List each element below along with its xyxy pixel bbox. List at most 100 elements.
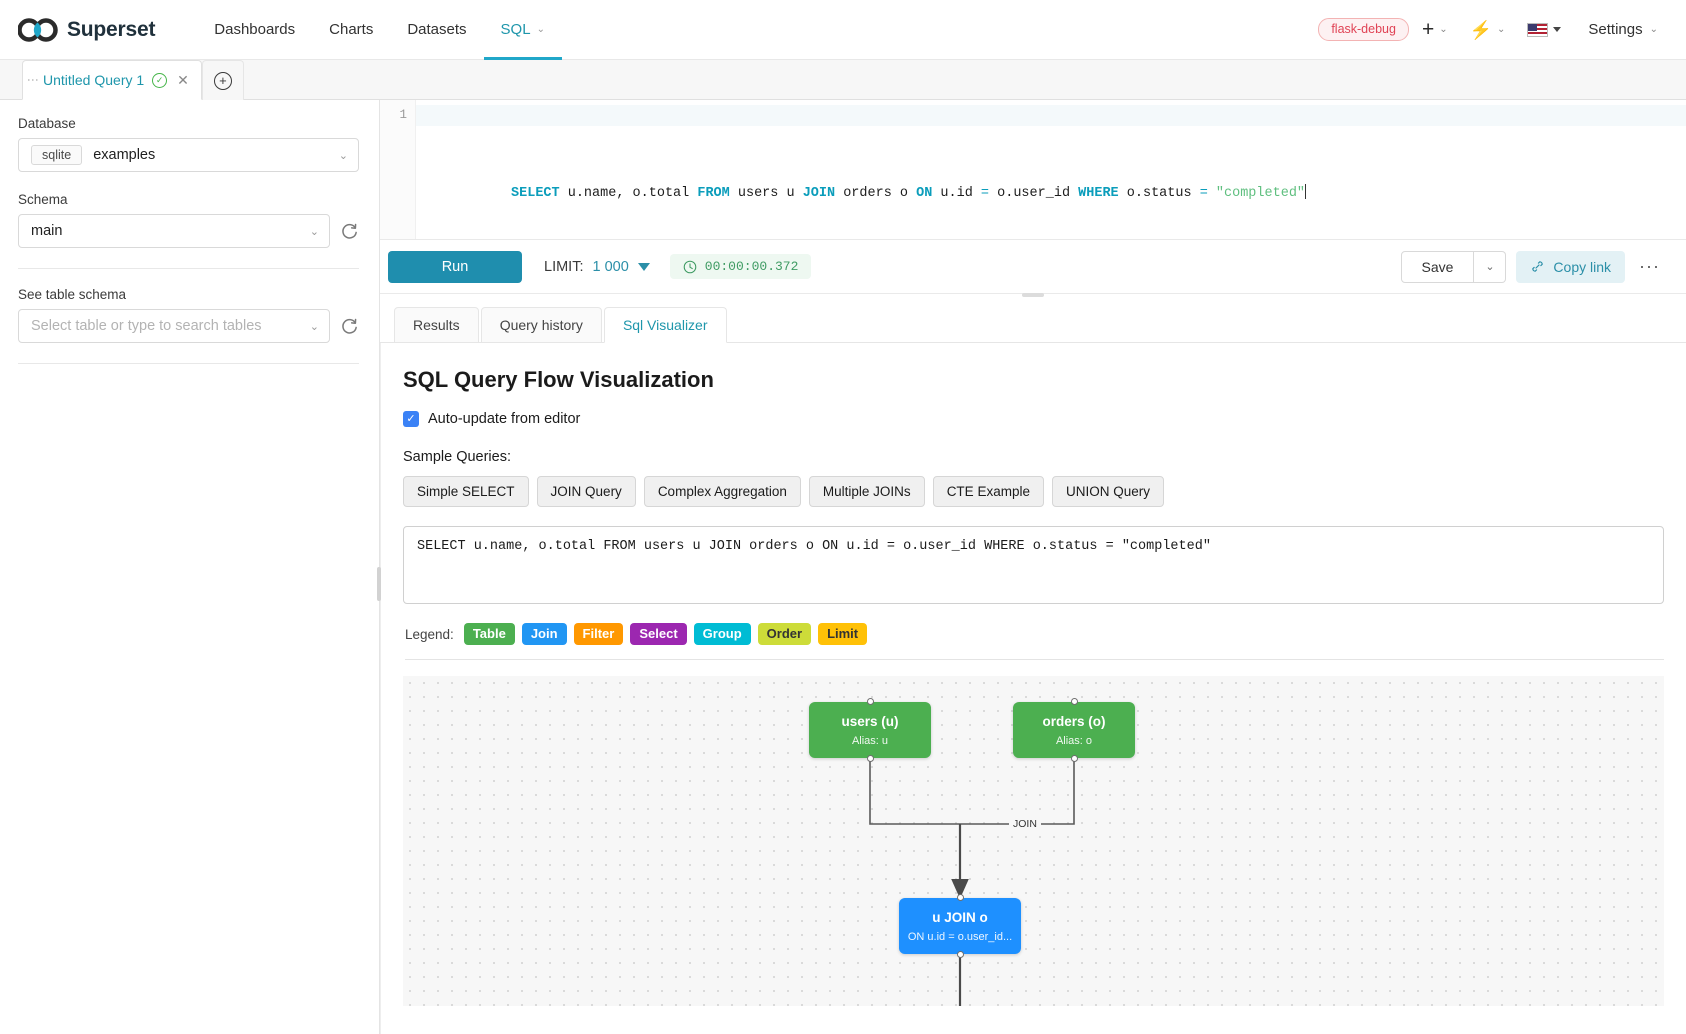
nav-link-label: Dashboards bbox=[214, 21, 296, 38]
primary-nav: Dashboards Charts Datasets SQL ⌄ bbox=[197, 0, 562, 60]
line-number: 1 bbox=[399, 108, 407, 122]
sample-queries-label: Sample Queries: bbox=[403, 449, 511, 465]
top-navbar: Superset Dashboards Charts Datasets SQL … bbox=[0, 0, 1686, 60]
toolbar-right-group: Save ⌄ Copy link ··· bbox=[1400, 250, 1665, 283]
node-subtitle: Alias: u bbox=[851, 734, 889, 747]
run-button[interactable]: Run bbox=[388, 250, 522, 283]
refresh-tables-icon[interactable] bbox=[340, 317, 359, 336]
nav-link-dashboards[interactable]: Dashboards bbox=[197, 0, 312, 60]
result-tabs: Results Query history Sql Visualizer bbox=[380, 294, 1686, 343]
editor-code-area[interactable]: SELECT u.name, o.total FROM users u JOIN… bbox=[416, 100, 1686, 239]
nav-link-datasets[interactable]: Datasets bbox=[390, 0, 483, 60]
schema-select[interactable]: main ⌄ bbox=[18, 214, 330, 248]
token-orders-table: orders o bbox=[835, 186, 917, 201]
query-tabs-bar: ⋮ Untitled Query 1 ✓ ✕ + bbox=[0, 60, 1686, 100]
table-schema-label: See table schema bbox=[18, 287, 127, 302]
left-panel: Database sqlite examples ⌄ Schema main ⌄… bbox=[0, 100, 381, 1034]
right-panel: 1 SELECT u.name, o.total FROM users u JO… bbox=[380, 100, 1686, 1034]
sample-button-cte-example[interactable]: CTE Example bbox=[932, 476, 1044, 507]
flask-debug-badge[interactable]: flask-debug bbox=[1318, 18, 1409, 41]
add-query-tab-button[interactable]: + bbox=[201, 60, 244, 100]
workspace: Database sqlite examples ⌄ Schema main ⌄… bbox=[0, 100, 1686, 1034]
drag-dots-icon[interactable]: ⋮ bbox=[26, 74, 40, 86]
node-port-bottom bbox=[1070, 755, 1078, 762]
token-eq-2: = bbox=[1199, 186, 1208, 201]
refresh-schema-icon[interactable] bbox=[340, 222, 359, 241]
database-label: Database bbox=[18, 116, 76, 131]
chevron-down-icon: ⌄ bbox=[1439, 24, 1448, 35]
copy-link-button[interactable]: Copy link bbox=[1516, 250, 1626, 283]
nav-link-sql[interactable]: SQL ⌄ bbox=[484, 0, 562, 60]
alerts-reports-button[interactable]: ⚡ ⌄ bbox=[1461, 10, 1515, 50]
legend: Legend: Table Join Filter Select Group O… bbox=[405, 623, 1664, 660]
save-dropdown-button[interactable]: ⌄ bbox=[1474, 250, 1507, 283]
token-columns: u.name, o.total bbox=[559, 186, 698, 201]
new-item-button[interactable]: + ⌄ bbox=[1413, 10, 1457, 50]
editor-gutter: 1 bbox=[380, 100, 416, 239]
superset-logo-icon bbox=[18, 17, 58, 42]
tab-results[interactable]: Results bbox=[394, 307, 479, 343]
nav-link-charts[interactable]: Charts bbox=[312, 0, 390, 60]
sample-button-simple-select[interactable]: Simple SELECT bbox=[403, 476, 529, 507]
node-port-top bbox=[866, 698, 874, 705]
graph-node-users[interactable]: users (u) Alias: u bbox=[809, 698, 931, 762]
token-join: JOIN bbox=[802, 186, 836, 201]
settings-label: Settings bbox=[1588, 21, 1643, 38]
save-button[interactable]: Save bbox=[1400, 250, 1475, 283]
graph-node-join[interactable]: u JOIN o ON u.id = o.user_id... bbox=[899, 894, 1021, 958]
tab-sql-visualizer[interactable]: Sql Visualizer bbox=[603, 307, 727, 343]
auto-update-checkbox[interactable]: ✓ bbox=[403, 411, 419, 427]
node-subtitle: Alias: o bbox=[1055, 734, 1093, 747]
token-on: ON bbox=[916, 186, 933, 201]
table-select[interactable]: Select table or type to search tables ⌄ bbox=[18, 309, 330, 343]
navbar-right-group: flask-debug + ⌄ ⚡ ⌄ Settings ⌄ bbox=[1318, 10, 1664, 50]
node-title: u JOIN o bbox=[932, 909, 988, 925]
legend-chip-order: Order bbox=[757, 623, 812, 645]
auto-update-row: ✓ Auto-update from editor bbox=[403, 411, 1664, 427]
sample-button-join-query[interactable]: JOIN Query bbox=[536, 476, 636, 507]
database-select[interactable]: sqlite examples ⌄ bbox=[18, 138, 359, 172]
save-button-group: Save ⌄ bbox=[1400, 250, 1507, 283]
chevron-down-icon: ⌄ bbox=[536, 24, 545, 35]
query-tab-untitled-query-1[interactable]: ⋮ Untitled Query 1 ✓ ✕ bbox=[22, 60, 202, 100]
clock-icon bbox=[683, 260, 697, 273]
graph-node-orders[interactable]: orders (o) Alias: o bbox=[1013, 698, 1135, 762]
node-port-top bbox=[1070, 698, 1078, 705]
tab-query-history[interactable]: Query history bbox=[480, 307, 602, 343]
token-from: FROM bbox=[697, 186, 730, 201]
legend-chip-table: Table bbox=[463, 623, 515, 645]
token-userid: o.user_id bbox=[989, 186, 1079, 201]
sample-button-complex-aggregation[interactable]: Complex Aggregation bbox=[643, 476, 801, 507]
page-title: SQL Query Flow Visualization bbox=[403, 367, 714, 392]
nav-link-label: Datasets bbox=[407, 21, 467, 38]
sample-button-union-query[interactable]: UNION Query bbox=[1051, 476, 1164, 507]
more-options-icon[interactable]: ··· bbox=[1639, 256, 1660, 276]
panel-divider bbox=[18, 268, 359, 269]
visualizer-query-input[interactable] bbox=[403, 526, 1664, 604]
database-field-row: sqlite examples ⌄ bbox=[18, 138, 359, 172]
token-space bbox=[1208, 186, 1216, 201]
caret-down-icon bbox=[637, 262, 650, 271]
table-field-row: Select table or type to search tables ⌄ bbox=[18, 309, 359, 343]
editor-resize-grip[interactable] bbox=[1022, 293, 1044, 297]
query-timer: 00:00:00.372 bbox=[669, 254, 812, 279]
close-icon[interactable]: ✕ bbox=[177, 71, 189, 88]
sql-editor[interactable]: 1 SELECT u.name, o.total FROM users u JO… bbox=[380, 100, 1686, 240]
brand-name: Superset bbox=[67, 17, 156, 41]
query-flow-canvas[interactable]: JOIN users (u) Alias: u orders (o) Alias… bbox=[403, 676, 1664, 1006]
brand-logo-group[interactable]: Superset bbox=[18, 18, 155, 42]
limit-label: LIMIT: bbox=[544, 258, 584, 275]
language-selector[interactable] bbox=[1518, 10, 1570, 50]
node-port-bottom bbox=[956, 951, 964, 958]
settings-menu-button[interactable]: Settings ⌄ bbox=[1574, 21, 1664, 38]
token-status: o.status bbox=[1118, 186, 1200, 201]
limit-dropdown[interactable]: LIMIT: 1 000 bbox=[544, 259, 650, 275]
chevron-down-icon: ⌄ bbox=[1485, 261, 1495, 273]
sample-button-multiple-joins[interactable]: Multiple JOINs bbox=[808, 476, 925, 507]
legend-chip-limit: Limit bbox=[818, 623, 868, 645]
panel-resize-handle[interactable] bbox=[377, 567, 381, 601]
node-subtitle: ON u.id = o.user_id... bbox=[907, 930, 1013, 943]
schema-field-row: main ⌄ bbox=[18, 214, 359, 248]
table-placeholder: Select table or type to search tables bbox=[31, 318, 262, 334]
edge-label-join: JOIN bbox=[1009, 817, 1041, 831]
